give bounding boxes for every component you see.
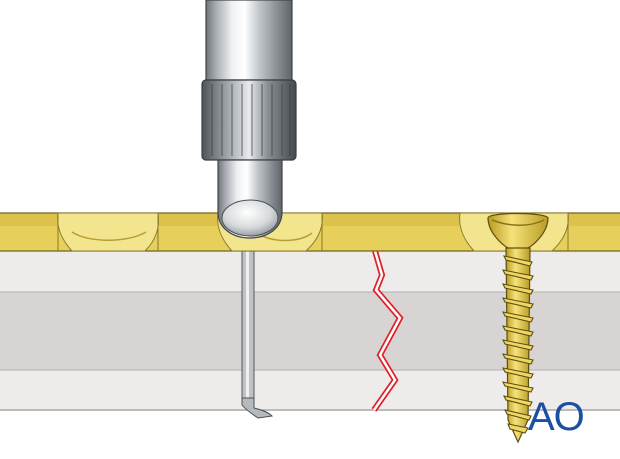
drill-sleeve bbox=[201, 0, 297, 239]
screw-threads bbox=[502, 255, 534, 434]
drill-bit bbox=[241, 237, 274, 419]
ao-logo: AO bbox=[528, 395, 585, 439]
sleeve-shaft bbox=[205, 0, 293, 81]
sleeve-tip-ball bbox=[221, 199, 279, 237]
screw bbox=[487, 212, 549, 444]
fracture-line-core bbox=[372, 250, 402, 411]
drill-bit-tip bbox=[241, 397, 274, 419]
